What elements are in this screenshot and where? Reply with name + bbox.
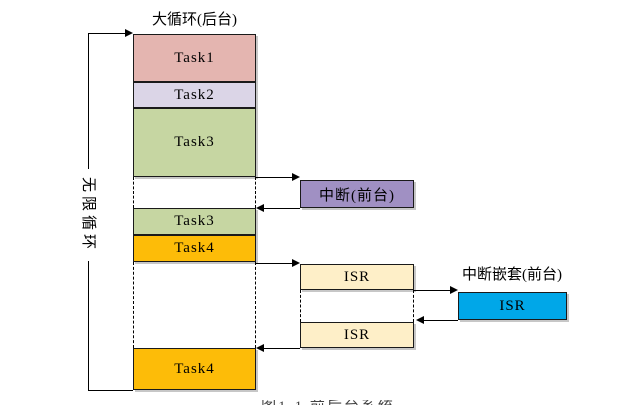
isr-label-2: ISR: [343, 326, 371, 343]
isr-block-1: ISR: [300, 264, 414, 290]
task3-resume-block: Task3: [133, 208, 256, 235]
arrow-to-nested-isr-line: [414, 290, 452, 291]
return-from-interrupt-head-icon: [256, 204, 264, 212]
background-loop-title: 大循环(后台): [152, 12, 237, 28]
task3-resume-label: Task3: [174, 213, 215, 229]
loop-arrowhead-icon: [125, 29, 133, 37]
gap2-left-dashed-line: [133, 262, 134, 348]
task2-block: Task2: [133, 82, 256, 108]
nested-interrupt-title: 中断嵌套(前台): [462, 267, 562, 283]
arrow-to-nested-isr-head-icon: [450, 286, 458, 294]
task4-resume-label: Task4: [174, 360, 215, 377]
return-from-interrupt-line: [264, 208, 300, 209]
task1-label: Task1: [174, 49, 215, 66]
isr-gap-right-dashed-line: [413, 290, 414, 322]
gap1-left-dashed-line: [133, 177, 134, 208]
isr-block-2: ISR: [300, 322, 414, 348]
return-from-nested-isr-line: [424, 320, 458, 321]
return-from-isr-head-icon: [256, 344, 264, 352]
arrow-to-isr-head-icon: [292, 259, 300, 267]
figure-caption-fragment: 图1-1 前后台系统: [238, 400, 418, 405]
gap2-right-dashed-line: [255, 262, 256, 348]
interrupt-foreground-label: 中断(前台): [319, 187, 395, 204]
arrow-to-isr-line: [256, 263, 294, 264]
task4-label: Task4: [174, 240, 215, 256]
nested-isr-block: ISR: [458, 292, 567, 320]
arrow-to-interrupt-line: [256, 177, 294, 178]
task1-block: Task1: [133, 34, 256, 82]
loop-bottom-line: [88, 390, 133, 391]
task4-resume-block: Task4: [133, 348, 256, 390]
nested-isr-label: ISR: [499, 297, 526, 314]
task3-label: Task3: [174, 134, 215, 150]
isr-gap-left-dashed-line: [300, 290, 301, 322]
loop-top-line: [88, 33, 125, 34]
arrow-to-interrupt-head-icon: [292, 173, 300, 181]
infinite-loop-label: 无限循环: [79, 169, 97, 261]
return-from-nested-isr-head-icon: [416, 316, 424, 324]
task2-label: Task2: [174, 86, 215, 103]
interrupt-foreground-block: 中断(前台): [300, 180, 414, 208]
gap1-right-dashed-line: [255, 177, 256, 208]
task3-block: Task3: [133, 108, 256, 177]
task4-block: Task4: [133, 235, 256, 262]
return-from-isr-line: [264, 348, 300, 349]
isr-label-1: ISR: [343, 268, 371, 285]
